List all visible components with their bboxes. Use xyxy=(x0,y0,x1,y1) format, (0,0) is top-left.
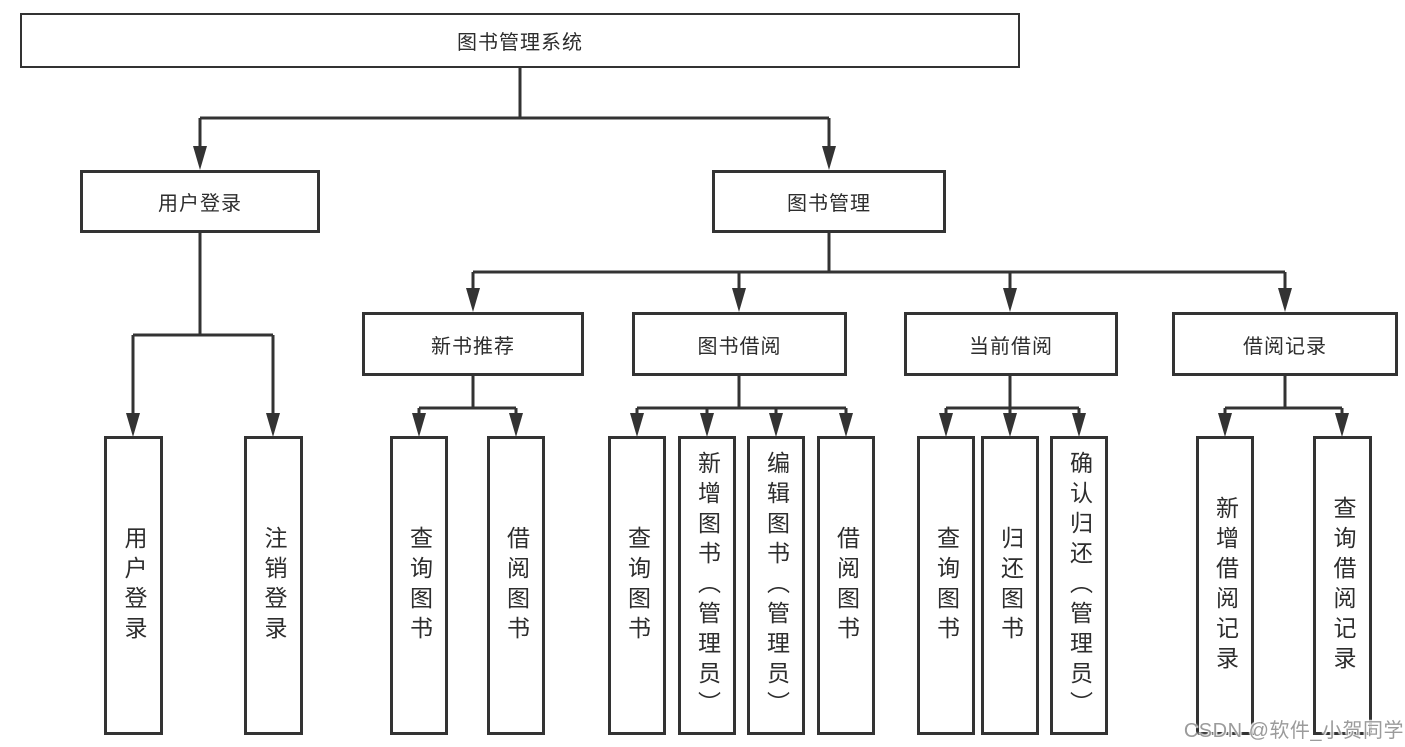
node-label: 新书推荐 xyxy=(431,335,515,358)
node-book-management: 图书管理 xyxy=(712,170,946,233)
node-borrow-record: 借阅记录 xyxy=(1172,312,1398,376)
leaf-cb-confirm-return-admin: 确认归还（管理员） xyxy=(1050,436,1108,735)
leaf-bb-edit-book-admin: 编辑图书（管理员） xyxy=(747,436,805,735)
leaf-bb-add-book-admin: 新增图书（管理员） xyxy=(678,436,736,735)
node-label: 注销登录 xyxy=(261,525,287,646)
node-label: 归还图书 xyxy=(997,525,1024,646)
node-label: 查询图书 xyxy=(406,525,433,646)
node-label: 当前借阅 xyxy=(969,335,1053,358)
node-label: 查询图书 xyxy=(624,525,651,646)
node-label: 图书借阅 xyxy=(697,335,782,358)
leaf-cb-return-book: 归还图书 xyxy=(981,436,1039,735)
leaf-nbr-borrow-book: 借阅图书 xyxy=(487,436,545,735)
node-label: 新增图书（管理员） xyxy=(694,450,721,721)
node-user-login: 用户登录 xyxy=(80,170,320,233)
leaf-br-query-record: 查询借阅记录 xyxy=(1313,436,1372,735)
node-label: 编辑图书（管理员） xyxy=(763,450,790,721)
node-label: 新增借阅记录 xyxy=(1212,495,1239,676)
node-label: 图书管理 xyxy=(787,193,871,215)
node-current-borrow: 当前借阅 xyxy=(904,312,1118,376)
arrowhead-icons xyxy=(126,146,1349,437)
leaf-logout-login: 注销登录 xyxy=(244,436,303,735)
node-label: 用户登录 xyxy=(158,193,242,215)
node-label: 查询图书 xyxy=(933,525,960,646)
leaf-nbr-query-book: 查询图书 xyxy=(390,436,448,735)
leaf-user-login: 用户登录 xyxy=(104,436,163,735)
node-label: 用户登录 xyxy=(121,525,147,646)
node-label: 借阅图书 xyxy=(503,525,530,646)
node-book-borrow: 图书借阅 xyxy=(632,312,847,376)
node-library-management-system: 图书管理系统 xyxy=(20,13,1020,68)
node-label: 借阅图书 xyxy=(833,525,860,646)
leaf-cb-query-book: 查询图书 xyxy=(917,436,975,735)
leaf-bb-query-book: 查询图书 xyxy=(608,436,666,735)
node-label: 查询借阅记录 xyxy=(1330,495,1356,676)
csdn-watermark: CSDN @软件_小贺同学 xyxy=(1183,720,1404,742)
leaf-bb-borrow-book: 借阅图书 xyxy=(817,436,875,735)
node-new-book-recommend: 新书推荐 xyxy=(362,312,584,376)
node-label: 图书管理系统 xyxy=(457,32,583,54)
leaf-br-add-record: 新增借阅记录 xyxy=(1196,436,1254,735)
node-label: 确认归还（管理员） xyxy=(1066,450,1093,721)
node-label: 借阅记录 xyxy=(1243,335,1327,358)
